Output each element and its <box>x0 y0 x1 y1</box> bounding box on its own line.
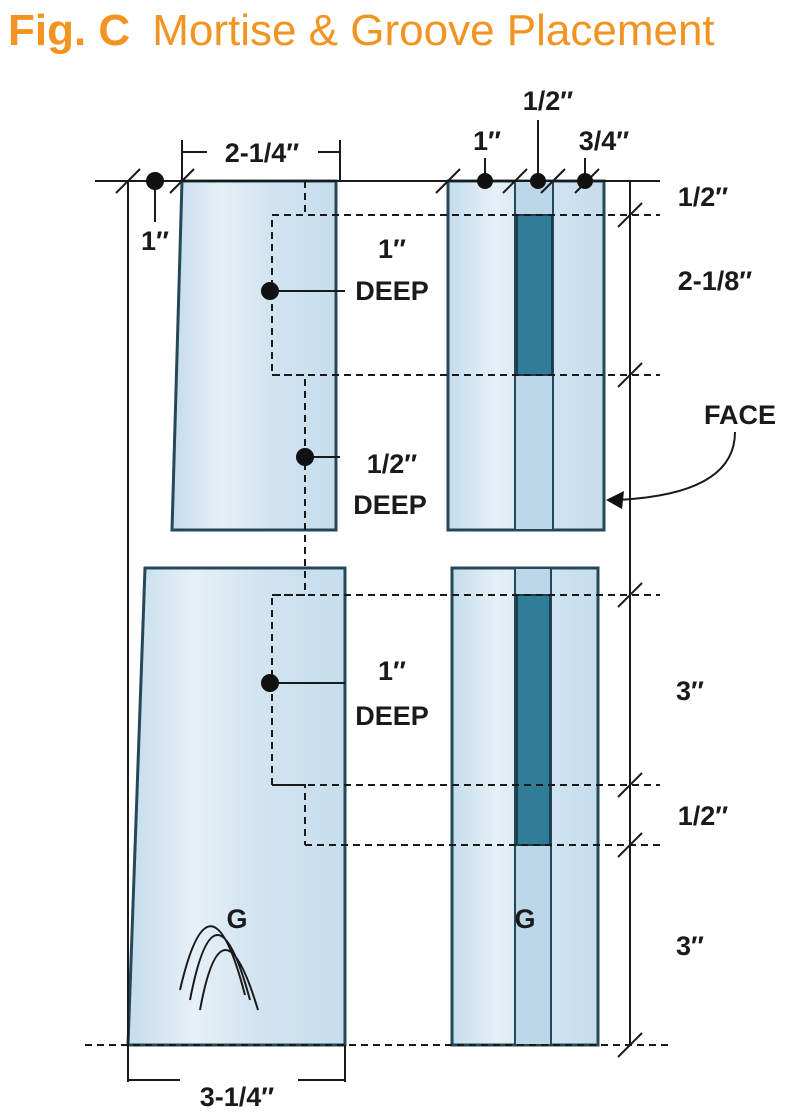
bottom-width-dimension <box>128 1045 346 1082</box>
bottom-width-label: 3-1/4″ <box>200 1082 275 1112</box>
edge-remainder-label: 3/4″ <box>579 126 630 156</box>
callout-dot <box>577 173 593 189</box>
mortise2-depth-value: 1″ <box>378 656 406 686</box>
groove-depth-value: 1/2″ <box>367 449 418 479</box>
mortise-upper <box>516 214 553 376</box>
callout-dot <box>261 674 279 692</box>
callout-dot <box>530 173 546 189</box>
dimension-ticks <box>617 202 643 1058</box>
left-board-lower <box>126 566 347 1047</box>
face-label: FACE <box>704 400 776 430</box>
top-width-label: 2-1/4″ <box>225 138 300 168</box>
part-label-right: G <box>514 904 535 934</box>
figure-title: Fig. C Mortise & Groove Placement <box>8 6 715 56</box>
arrowhead-icon <box>606 491 624 509</box>
mid-gap-label: 1/2″ <box>678 801 729 831</box>
mortise1-depth-word: DEEP <box>355 276 429 306</box>
callout-dot <box>146 172 164 190</box>
mortise-lower <box>516 594 551 846</box>
mortise1-depth-value: 1″ <box>378 234 406 264</box>
top-width-dimension <box>181 140 341 181</box>
figure-caption: Mortise & Groove Placement <box>152 6 715 55</box>
edge-offset-label: 1″ <box>473 126 501 156</box>
left-board-upper <box>170 179 338 532</box>
bottom-length-label: 3″ <box>676 931 704 961</box>
groove-depth-word: DEEP <box>353 490 427 520</box>
left-offset-label: 1″ <box>141 226 169 256</box>
callout-dot <box>296 448 314 466</box>
top-gap-label: 1/2″ <box>678 182 729 212</box>
mortise2-depth-word: DEEP <box>355 701 429 731</box>
face-arrow <box>614 431 736 501</box>
groove-width-label: 1/2″ <box>523 86 574 116</box>
tick-marks <box>115 168 600 194</box>
callout-dot <box>477 173 493 189</box>
part-label-left: G <box>226 904 247 934</box>
mortise1-length-label: 2-1/8″ <box>678 266 753 296</box>
figure-label: Fig. C <box>8 6 131 55</box>
callout-dot <box>261 282 279 300</box>
wood-grain <box>179 925 259 1011</box>
mortise2-length-label: 3″ <box>676 676 704 706</box>
